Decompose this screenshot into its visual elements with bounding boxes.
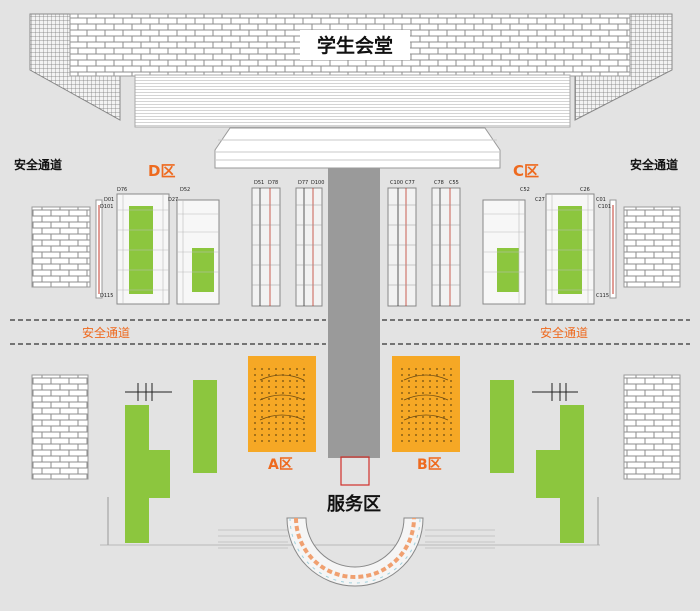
seat-label-c55: C55 xyxy=(449,180,459,186)
zone-label-a: A区 xyxy=(268,457,293,473)
seat-label-c77: C77 xyxy=(405,180,415,186)
booth-left-inner xyxy=(193,380,217,473)
auditorium-building: 学生会堂 xyxy=(29,13,673,169)
seat-label-c115: C115 xyxy=(596,293,609,299)
auditorium-title-plate xyxy=(300,30,410,60)
booth-right-outer xyxy=(536,405,584,543)
seat-label-d100: D100 xyxy=(311,180,324,186)
wall-lower-right xyxy=(623,374,681,480)
service-area: 服务区 xyxy=(100,493,600,587)
seat-label-d01: D01 xyxy=(104,197,114,203)
zone-label-service: 服务区 xyxy=(327,493,381,515)
exit-label-aisle-right: 安全通道 xyxy=(540,325,588,340)
zone-d-seating: D76 D01 D101 D115 D52 D27 xyxy=(95,187,220,305)
seat-label-c52: C52 xyxy=(520,187,530,193)
booth-left-outer xyxy=(125,405,170,543)
seat-label-c01: C01 xyxy=(596,197,606,203)
service-counter-arc xyxy=(286,517,424,587)
marker-box xyxy=(340,456,370,486)
zone-label-b: B区 xyxy=(417,457,442,473)
seat-label-d78: D78 xyxy=(268,180,278,186)
lower-right-booths xyxy=(490,380,599,545)
booth-right-inner xyxy=(490,380,514,473)
zone-b-area: B区 xyxy=(392,356,460,473)
exit-label-top-right: 安全通道 xyxy=(630,157,678,172)
highlight-block-d2 xyxy=(192,248,214,292)
wall-upper-right xyxy=(623,206,681,288)
highlight-block-c2 xyxy=(497,248,519,292)
safety-aisle: 安全通道 安全通道 xyxy=(10,319,690,345)
seat-label-c100: C100 xyxy=(390,180,403,186)
seat-label-d27: D27 xyxy=(168,197,178,203)
exit-label-top-left: 安全通道 xyxy=(14,157,62,172)
seat-label-d76: D76 xyxy=(117,187,127,193)
seat-label-d101: D101 xyxy=(100,204,113,210)
seat-label-d77: D77 xyxy=(298,180,308,186)
seat-label-d51: D51 xyxy=(254,180,264,186)
wall-upper-left xyxy=(31,206,91,288)
auditorium-title: 学生会堂 xyxy=(317,34,393,57)
exit-label-aisle-left: 安全通道 xyxy=(82,325,130,340)
seat-label-c26: C26 xyxy=(580,187,590,193)
zone-c-seating: C52 C27 C26 C01 C101 C115 xyxy=(482,187,617,305)
auditorium-entrance-steps xyxy=(214,127,501,169)
seat-label-d52: D52 xyxy=(180,187,190,193)
lower-left-booths xyxy=(107,380,217,545)
central-walkway xyxy=(328,168,380,458)
zone-label-c: C区 xyxy=(513,162,539,180)
zone-label-d: D区 xyxy=(148,162,175,180)
seat-label-c78: C78 xyxy=(434,180,444,186)
seat-label-c27: C27 xyxy=(535,197,545,203)
zone-a-area: A区 xyxy=(248,356,316,473)
inner-seat-columns: D51 D78 D77 D100 C100 C77 C78 C55 xyxy=(251,180,461,307)
wall-lower-left xyxy=(31,374,89,480)
seat-label-c101: C101 xyxy=(598,204,611,210)
auditorium-stairs xyxy=(134,74,571,128)
seat-label-d115: D115 xyxy=(100,293,113,299)
